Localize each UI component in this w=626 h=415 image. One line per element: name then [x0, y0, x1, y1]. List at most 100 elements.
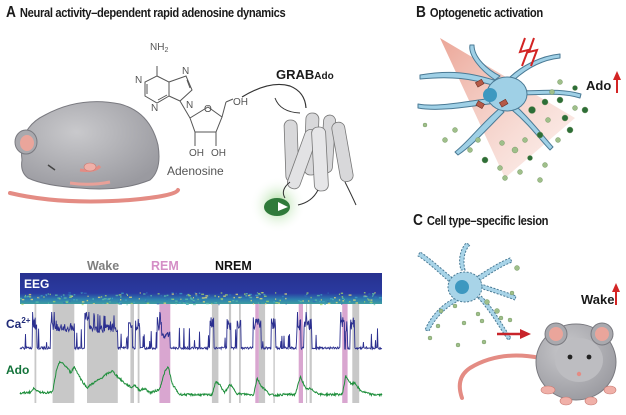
atom-n3: N: [151, 103, 158, 114]
eeg-power-speck: [69, 296, 72, 298]
eeg-power-speck: [264, 295, 267, 297]
eeg-power-speck: [223, 295, 226, 297]
eeg-power-speck: [115, 294, 119, 297]
eeg-power-speck: [286, 297, 290, 300]
eeg-power-speck: [353, 299, 356, 301]
panel-c-wake-readout: Wake: [581, 292, 614, 307]
eeg-power-speck: [47, 302, 50, 304]
adenosine-dot: [481, 339, 487, 345]
adenosine-dot: [438, 308, 444, 314]
optogenetic-neuron-illustration: [417, 37, 589, 183]
eeg-power-speck: [330, 298, 333, 300]
eeg-power-speck: [211, 303, 213, 305]
adenosine-dot: [541, 98, 549, 106]
wake-band: [258, 304, 266, 403]
eeg-power-speck: [320, 303, 323, 306]
lesioned-neuron-illustration: [417, 242, 531, 348]
channelrhodopsin-channels: [474, 78, 509, 110]
eeg-power-speck: [86, 299, 89, 302]
eeg-power-speck: [195, 293, 198, 295]
eeg-power-speck: [260, 292, 263, 294]
state-label-rem: REM: [151, 259, 179, 273]
eeg-power-speck: [244, 293, 246, 296]
eeg-power-speck: [232, 299, 235, 302]
eeg-power-speck: [332, 298, 334, 301]
mouse-tail: [8, 188, 180, 204]
eeg-power-speck: [368, 293, 371, 295]
eeg-power-speck: [28, 293, 32, 296]
eeg-power-speck: [57, 297, 60, 299]
eeg-power-speck: [196, 296, 199, 299]
eeg-power-speck: [320, 294, 323, 296]
eeg-power-speck: [186, 294, 188, 297]
eeg-power-speck: [340, 292, 344, 294]
eeg-power-speck: [378, 297, 382, 299]
eeg-power-speck: [73, 294, 76, 296]
eeg-power-speck: [109, 297, 111, 300]
eeg-power-speck: [21, 298, 25, 301]
eeg-power-speck: [49, 293, 51, 296]
eeg-power-speck: [263, 293, 266, 296]
adenosine-dot: [455, 342, 461, 348]
adenosine-dot: [452, 127, 458, 133]
eeg-power-speck: [327, 292, 329, 294]
eeg-power-speck: [24, 294, 27, 297]
eeg-power-speck: [118, 303, 121, 305]
eeg-power-speck: [304, 295, 307, 297]
eeg-power-speck: [238, 296, 241, 299]
eeg-power-speck: [248, 296, 250, 298]
eeg-power-speck: [43, 296, 45, 298]
eeg-power-speck: [146, 292, 148, 294]
adenosine-dot: [481, 156, 489, 164]
eeg-power-speck: [310, 296, 312, 299]
adenosine-dot: [467, 147, 473, 153]
eeg-power-speck: [60, 295, 62, 298]
adenosine-dot: [542, 162, 548, 168]
rem-band: [159, 304, 171, 403]
adenosine-dot: [566, 126, 574, 134]
eeg-power-speck: [20, 297, 22, 300]
eeg-power-speck: [363, 292, 366, 294]
panel-b-letter: B: [416, 4, 426, 21]
eeg-power-speck: [364, 301, 366, 303]
eeg-power-speck: [182, 302, 185, 304]
eeg-power-speck: [76, 299, 78, 301]
eeg-power-speck: [45, 294, 48, 297]
eeg-power-speck: [354, 296, 358, 299]
eeg-power-speck: [375, 297, 377, 299]
eeg-power-speck: [308, 300, 310, 302]
eeg-power-speck: [63, 295, 66, 298]
eeg-power-speck: [97, 296, 101, 299]
adenosine-dot: [484, 299, 490, 305]
eeg-power-speck: [55, 294, 58, 296]
eeg-power-speck: [225, 294, 228, 296]
panel-a-letter: A: [6, 4, 16, 21]
adenosine-dot: [572, 105, 578, 111]
eeg-power-speck: [363, 296, 366, 298]
eeg-power-speck: [256, 296, 259, 299]
mouse-eye-left: [567, 354, 573, 360]
eeg-power-speck: [316, 294, 320, 297]
eeg-power-speck: [211, 297, 213, 299]
eeg-power-speck: [365, 295, 368, 298]
eeg-power-speck: [374, 296, 377, 298]
grab-sensor-illustration: [250, 97, 357, 233]
eeg-power-speck: [62, 294, 65, 296]
eeg-power-speck: [119, 303, 122, 305]
eeg-power-speck: [259, 298, 263, 300]
panel-b-title-text: Optogenetic activation: [429, 5, 543, 20]
eeg-power-speck: [252, 303, 255, 305]
eeg-power-speck: [35, 301, 39, 303]
adenosine-label: Adenosine: [167, 164, 224, 178]
eeg-power-speck: [124, 299, 127, 301]
eeg-power-speck: [249, 296, 253, 299]
eeg-power-speck: [324, 303, 326, 305]
eeg-power-speck: [179, 296, 182, 298]
adenosine-dot: [517, 169, 523, 175]
eeg-power-speck: [87, 302, 90, 304]
eeg-power-speck: [327, 301, 330, 303]
grab-ado-label: GRABAdo: [276, 67, 334, 82]
eeg-power-speck: [143, 293, 146, 295]
eeg-power-speck: [193, 297, 194, 299]
